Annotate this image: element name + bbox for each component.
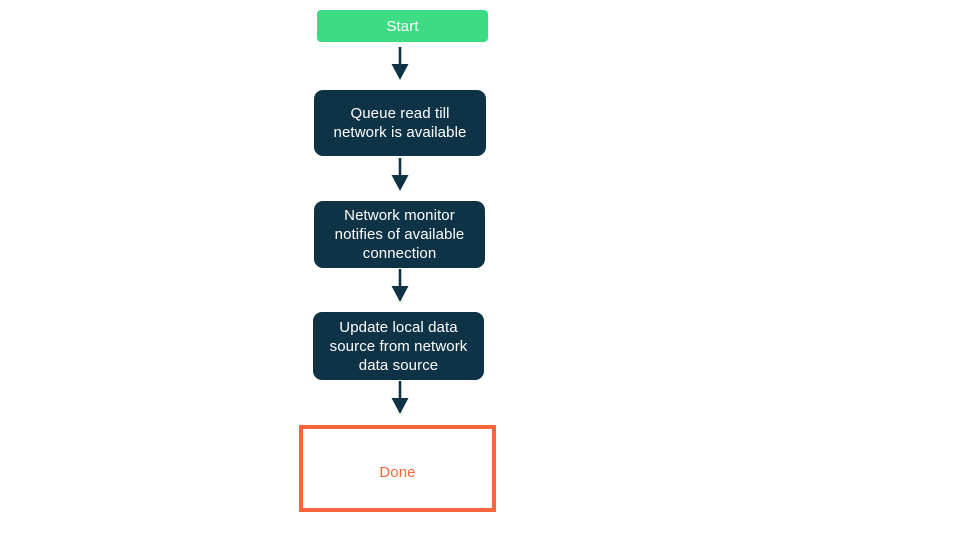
arrow-down-icon-queue-read-to-network-monitor (391, 158, 409, 191)
flowchart-node-done-label: Done (379, 464, 416, 481)
flowchart-node-start-label: Start (386, 17, 419, 35)
flowchart-node-network-monitor-label: Network monitor notifies of available co… (334, 207, 465, 262)
arrow-down-icon-start-to-queue-read (391, 47, 409, 80)
flowchart-node-done[interactable]: Done (299, 425, 496, 512)
flowchart-node-queue-read[interactable]: Queue read till network is available (314, 90, 486, 156)
arrow-down-icon-update-local-to-done (391, 381, 409, 414)
flowchart-node-network-monitor[interactable]: Network monitor notifies of available co… (314, 201, 485, 268)
arrow-down-icon-network-monitor-to-update-local (391, 269, 409, 302)
flowchart-node-queue-read-label: Queue read till network is available (333, 105, 467, 141)
flowchart-node-update-local[interactable]: Update local data source from network da… (313, 312, 484, 380)
flowchart-node-update-local-label: Update local data source from network da… (329, 318, 468, 374)
flowchart-node-start[interactable]: Start (317, 10, 488, 42)
